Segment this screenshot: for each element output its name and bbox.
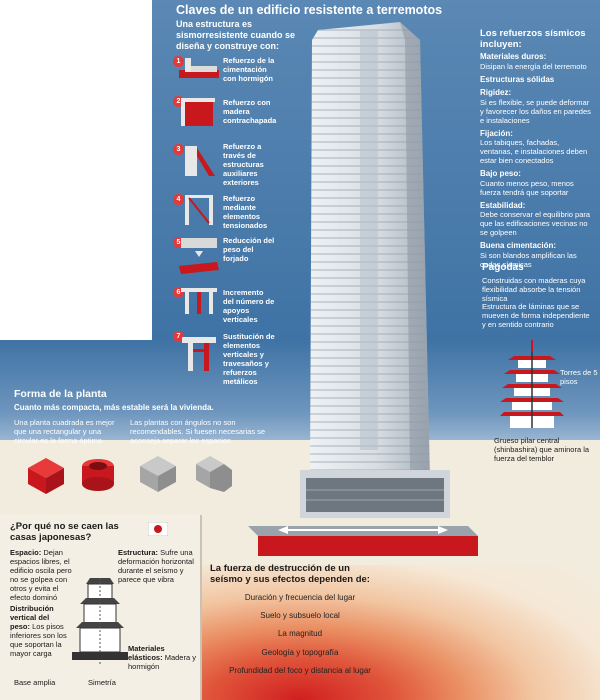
key-label: Incremento del número de apoyos vertical…: [223, 288, 275, 324]
key-number: 6: [173, 281, 184, 299]
plan-subtitle: Cuanto más compacta, más estable será la…: [14, 403, 214, 412]
japan-simetria-label: Simetría: [88, 678, 116, 687]
quake-factor: La magnitud: [277, 629, 323, 638]
quake-factor: Duración y frecuencia del lugar: [244, 593, 356, 602]
external-support-icon: [185, 146, 215, 176]
pagoda-pillar-label: Grueso pilar central (shinbashira) que a…: [494, 436, 590, 463]
reinforcements-title: Los refuerzos sísmicos incluyen:: [480, 28, 586, 50]
reinforcement-item: Bajo peso:Cuanto menos peso, menos fuerz…: [480, 169, 574, 197]
pagodas-text: Construidas con maderas cuya flexibilida…: [482, 276, 586, 303]
vertical-supports-icon: [181, 288, 217, 314]
japan-base-label: Base amplia: [14, 678, 56, 687]
japanese-house-illustration: [72, 578, 128, 666]
quake-factor: Profundidad del foco y distancia al luga…: [229, 666, 371, 675]
quake-factor: Geología y topografía: [261, 648, 339, 657]
plan-good-text: Una planta cuadrada es mejor que una rec…: [14, 418, 115, 445]
quake-factor: Suelo y subsuelo local: [260, 611, 340, 620]
reinforcement-item: Rigidez:Si es flexible, se puede deforma…: [480, 88, 591, 125]
key-label: Refuerzo con madera contrachapada: [223, 98, 277, 125]
foundation-icon: [179, 58, 219, 78]
reinforcement-item: Estructuras sólidas: [480, 74, 555, 84]
reinforcement-item: Estabilidad:Debe conservar el equilibrio…: [480, 200, 591, 238]
japan-espacio: Espacio: Dejan espacios libres, el edifi…: [10, 548, 72, 602]
plan-bad-text: Las plantas con ángulos no son recomenda…: [130, 418, 266, 445]
key-number: 1: [173, 50, 184, 68]
keys-list: 1 Refuerzo de la cimentación con hormigó…: [173, 50, 277, 343]
japan-title: ¿Por qué no se caen las casas japonesas?: [10, 521, 119, 543]
pagodas-title: Pagodas: [482, 262, 524, 273]
key-number: 5: [173, 231, 184, 249]
tension-elements-icon: [185, 195, 213, 225]
reinforcement-item: Materiales duros:Disipan la energía del …: [480, 52, 587, 71]
pagoda-illustration: [500, 340, 564, 428]
key-label: Reducción del peso del forjado: [223, 236, 275, 263]
floor-weight-icon: [179, 238, 219, 274]
key-number: 2: [173, 90, 184, 108]
plywood-icon: [181, 98, 215, 126]
key-number: 4: [173, 188, 184, 206]
seismic-isolator: [248, 526, 478, 556]
key-number: 7: [173, 325, 184, 343]
key-label: Refuerzo mediante elementos tensionados: [223, 194, 268, 230]
pagodas-text: Estructura de láminas que se mueven de f…: [482, 302, 590, 329]
plan-title: Forma de la planta: [14, 388, 107, 400]
key-number: 3: [173, 138, 184, 156]
reinforcements-list: Materiales duros:Disipan la energía del …: [480, 52, 592, 269]
skyscraper-illustration: [300, 22, 450, 518]
metal-reinforcement-icon: [182, 337, 216, 371]
japan-distribucion: Distribución vertical del peso: Los piso…: [10, 604, 67, 658]
intro-text: Una estructura es sismorresistente cuand…: [176, 19, 296, 51]
key-label: Refuerzo de la cimentación con hormigón: [223, 56, 275, 83]
pagoda-floors-label: Torres de 5 pisos: [560, 368, 598, 386]
japan-estructura: Estructura: Sufre una deformación horizo…: [118, 548, 194, 584]
key-label: Sustitución de elementos verticales y tr…: [223, 332, 275, 386]
plan-shapes-illustration: [28, 456, 232, 494]
reinforcement-item: Fijación:Los tabiques, fachadas, ventana…: [480, 128, 588, 166]
quake-title: La fuerza de destrucción de un seísmo y …: [210, 563, 370, 585]
reinforcement-item: Buena cimentación:Si son blandos amplifi…: [480, 241, 577, 269]
key-label: Refuerzo a través de estructuras auxilia…: [223, 142, 264, 187]
japan-materiales: Materiales elásticos: Madera y hormigón: [128, 644, 196, 671]
japan-flag-icon: [148, 522, 168, 536]
page-title: Claves de un edificio resistente a terre…: [176, 3, 443, 17]
